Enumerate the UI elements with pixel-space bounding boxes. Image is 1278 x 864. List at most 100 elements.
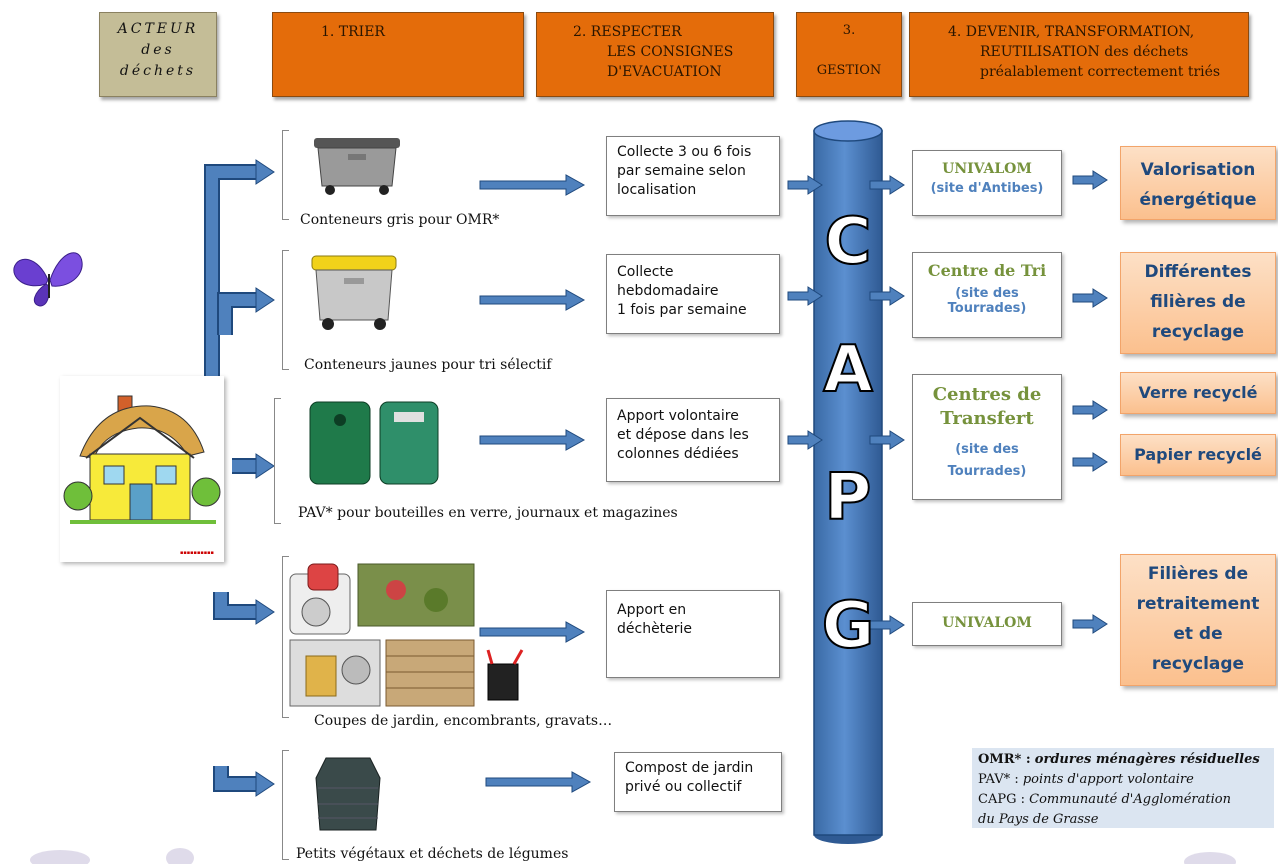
pav-site-title2: Transfert — [940, 408, 1034, 429]
pav-collect-l2: et dépose dans les — [617, 427, 749, 443]
omr-result-box: Valorisation énergétique — [1120, 146, 1276, 220]
tri-site-title: Centre de Tri — [927, 261, 1047, 280]
pav-collect-l1: Apport volontaire — [617, 408, 739, 424]
decheterie-result-l4: recyclage — [1151, 654, 1245, 674]
decheterie-result-l3: et de — [1173, 624, 1223, 644]
legend-line-capg2: du Pays de Grasse — [978, 810, 1268, 830]
omr-collect-l1: Collecte 3 ou 6 fois — [617, 144, 752, 160]
butterfly-icon — [13, 252, 83, 307]
legend-line-omr: OMR* : ordures ménagères résiduelles — [978, 750, 1268, 770]
header-gestion-l2: GESTION — [816, 63, 882, 78]
header-respecter-l1: 2. RESPECTER — [573, 24, 682, 40]
pav-collect-box: Apport volontaire et dépose dans les col… — [606, 398, 780, 482]
omr-site-title: UNIVALOM — [942, 161, 1032, 177]
pav-site-sub2: Tourrades) — [947, 464, 1027, 479]
decheterie-collect-l1: Apport en — [617, 602, 687, 618]
pav-result-verre: Verre recyclé — [1120, 372, 1276, 414]
header-respecter: 2. RESPECTER LES CONSIGNES D'EVACUATION — [536, 12, 774, 97]
header-trier: 1. TRIER — [272, 12, 524, 97]
capg-letter-g: G — [821, 588, 876, 664]
header-respecter-l2: LES CONSIGNES — [607, 44, 734, 60]
tri-caption: Conteneurs jaunes pour tri sélectif — [304, 357, 552, 373]
tri-site-box: Centre de Tri (site des Tourrades) — [912, 252, 1062, 338]
header-gestion: 3. GESTION — [796, 12, 902, 97]
header-devenir-l1: 4. DEVENIR, TRANSFORMATION, — [948, 24, 1195, 40]
tri-result-l2: filières de — [1150, 292, 1246, 312]
decorative-shape-right — [1184, 852, 1236, 864]
capg-letter-p: P — [824, 460, 873, 536]
legend-capg-key: CAPG : — [978, 792, 1025, 807]
acteur-line3: déchets — [119, 63, 197, 79]
legend-capg-val2: du Pays de Grasse — [978, 812, 1099, 827]
legend-pav-key: PAV* : — [978, 772, 1019, 787]
legend-omr-val: ordures ménagères résiduelles — [1034, 752, 1260, 767]
header-devenir: 4. DEVENIR, TRANSFORMATION, REUTILISATIO… — [909, 12, 1249, 97]
decheterie-caption: Coupes de jardin, encombrants, gravats… — [314, 713, 613, 729]
omr-caption: Conteneurs gris pour OMR* — [300, 212, 500, 228]
omr-site-box: UNIVALOM (site d'Antibes) — [912, 150, 1062, 216]
pav-result-papier: Papier recyclé — [1120, 434, 1276, 476]
tri-site-sub2: Tourrades) — [947, 301, 1027, 316]
tri-result-l1: Différentes — [1144, 262, 1252, 282]
compost-l2: privé ou collectif — [625, 779, 742, 795]
header-respecter-l3: D'EVACUATION — [607, 64, 722, 80]
tri-site-sub1: (site des — [955, 286, 1019, 301]
capg-letter-c: C — [824, 204, 873, 280]
legend-line-pav: PAV* : points d'apport volontaire — [978, 770, 1268, 790]
header-devenir-l2: REUTILISATION des déchets — [980, 44, 1189, 60]
compost-box: Compost de jardin privé ou collectif — [614, 752, 782, 812]
tri-collect-l1: Collecte — [617, 264, 674, 280]
decheterie-result-box: Filières de retraitement et de recyclage — [1120, 554, 1276, 686]
capg-letters: C A P G — [814, 178, 882, 690]
omr-bracket — [282, 130, 289, 220]
pav-site-title1: Centres de — [932, 384, 1042, 405]
pav-caption: PAV* pour bouteilles en verre, journaux … — [298, 505, 678, 521]
decheterie-result-l2: retraitement — [1136, 594, 1260, 614]
acteur-line2: des — [141, 42, 175, 58]
glass-column-icons — [309, 401, 439, 485]
tri-bracket — [282, 250, 289, 370]
header-devenir-l3: préalablement correctement triés — [980, 64, 1221, 80]
svg-text:▪▪▪▪▪▪▪▪▪▪: ▪▪▪▪▪▪▪▪▪▪ — [180, 550, 214, 556]
compost-bracket — [282, 750, 289, 860]
legend-omr-key: OMR* : — [978, 752, 1031, 767]
omr-collect-l2: par semaine selon — [617, 163, 746, 179]
decheterie-result-l1: Filières de — [1147, 564, 1249, 584]
house-icon: ▪▪▪▪▪▪▪▪▪▪ — [63, 395, 221, 556]
pav-site-sub1: (site des — [955, 442, 1019, 457]
legend-capg-val: Communauté d'Agglomération — [1029, 792, 1231, 807]
omr-collect-l3: localisation — [617, 182, 697, 198]
acteur-header: ACTEUR des déchets — [99, 12, 217, 97]
acteur-line1: ACTEUR — [117, 21, 199, 37]
header-gestion-l1: 3. — [842, 23, 856, 38]
compost-caption: Petits végétaux et déchets de légumes — [296, 846, 569, 862]
bulky-waste-icons — [289, 563, 524, 707]
tri-collect-box: Collecte hebdomadaire 1 fois par semaine — [606, 254, 780, 334]
pav-result-papier-label: Papier recyclé — [1134, 445, 1262, 464]
yellow-container-icon — [311, 255, 397, 330]
header-trier-label: 1. TRIER — [321, 24, 385, 40]
pav-bracket — [274, 398, 281, 524]
capg-letter-a: A — [822, 332, 874, 408]
decorative-shapes — [30, 848, 194, 864]
compost-l1: Compost de jardin — [625, 760, 754, 776]
decheterie-site-title: UNIVALOM — [942, 615, 1032, 631]
tri-result-l3: recyclage — [1151, 322, 1245, 342]
legend-box: OMR* : ordures ménagères résiduelles PAV… — [972, 748, 1274, 828]
omr-result-l2: énergétique — [1139, 190, 1257, 210]
pav-result-verre-label: Verre recyclé — [1138, 383, 1258, 402]
decheterie-collect-l2: déchèterie — [617, 621, 693, 637]
house-card: ▪▪▪▪▪▪▪▪▪▪ — [60, 376, 224, 562]
omr-result-l1: Valorisation — [1140, 160, 1256, 180]
decheterie-bracket — [282, 556, 289, 718]
decheterie-site-box: UNIVALOM — [912, 602, 1062, 646]
pav-collect-l3: colonnes dédiées — [617, 446, 739, 462]
legend-pav-val: points d'apport volontaire — [1022, 772, 1194, 787]
decheterie-collect-box: Apport en déchèterie — [606, 590, 780, 678]
composter-icon — [315, 757, 381, 831]
omr-collect-box: Collecte 3 ou 6 fois par semaine selon l… — [606, 136, 780, 216]
tri-collect-l2: hebdomadaire — [617, 283, 719, 299]
grey-container-icon — [314, 138, 400, 195]
tri-collect-l3: 1 fois par semaine — [617, 302, 747, 318]
